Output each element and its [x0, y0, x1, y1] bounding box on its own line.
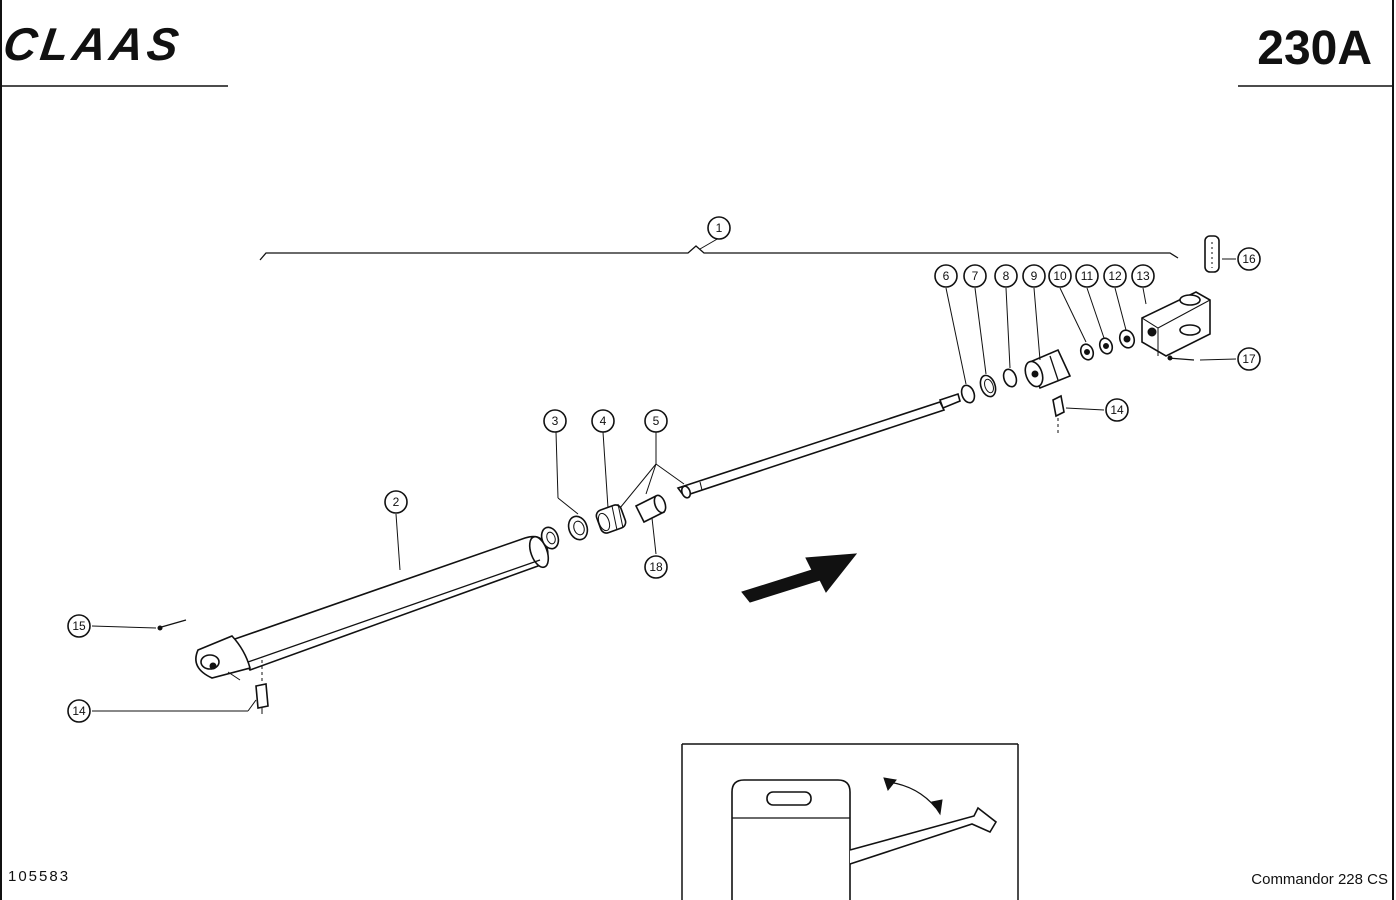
assembly-bracket	[259, 237, 1179, 261]
callout-15: 15	[67, 614, 91, 638]
callout-10: 10	[1048, 264, 1072, 288]
callout-14-upper: 14	[1105, 398, 1129, 422]
callout-18: 18	[644, 555, 668, 579]
fork-head	[1141, 291, 1211, 357]
callout-1-label: 1	[716, 221, 723, 235]
callout-13: 13	[1131, 264, 1155, 288]
o-rings	[960, 368, 1018, 404]
callout-18-label: 18	[649, 560, 663, 574]
callout-4-label: 4	[600, 414, 607, 428]
piston	[595, 503, 627, 534]
callout-17-label: 17	[1242, 352, 1256, 366]
callout-17: 17	[1237, 347, 1261, 371]
washers-and-nut	[1079, 329, 1136, 361]
bush	[634, 494, 667, 524]
callout-3-label: 3	[552, 414, 559, 428]
callout-9-label: 9	[1031, 269, 1038, 283]
callout-14-lower: 14	[67, 699, 91, 723]
callout-12-label: 12	[1108, 269, 1122, 283]
callout-7: 7	[963, 264, 987, 288]
callout-14-upper-label: 14	[1110, 403, 1124, 417]
callout-12: 12	[1103, 264, 1127, 288]
piston-rod	[676, 392, 961, 499]
callout-9: 9	[1022, 264, 1046, 288]
claas-logo: CLAAS	[0, 18, 186, 70]
callout-4: 4	[591, 409, 615, 433]
callout-7-label: 7	[972, 269, 979, 283]
grease-nipple-lower	[255, 683, 269, 714]
callout-16-label: 16	[1242, 252, 1256, 266]
callout-16: 16	[1237, 247, 1261, 271]
cylinder-tube	[195, 535, 550, 688]
seal-rings	[540, 515, 589, 550]
cylinder-gland	[1024, 348, 1072, 390]
callout-10-label: 10	[1053, 269, 1067, 283]
callout-8-label: 8	[1003, 269, 1010, 283]
callout-6: 6	[934, 264, 958, 288]
location-inset	[681, 743, 1019, 900]
callout-2: 2	[384, 490, 408, 514]
split-pin	[1167, 355, 1195, 361]
grease-nipple-upper	[1052, 394, 1065, 436]
direction-arrow	[741, 553, 858, 603]
callout-5-label: 5	[653, 414, 660, 428]
callout-2-label: 2	[393, 495, 400, 509]
fork-pin	[1204, 235, 1220, 273]
callout-3: 3	[543, 409, 567, 433]
callout-13-label: 13	[1136, 269, 1150, 283]
split-pin-tube	[157, 619, 187, 631]
model-name: Commandor 228 CS	[1251, 871, 1388, 888]
callout-15-label: 15	[72, 619, 86, 633]
brand-logo-text: CLAAS	[0, 18, 186, 70]
page-code: 230A	[1257, 22, 1372, 75]
callout-14-lower-label: 14	[72, 704, 86, 718]
callout-11: 11	[1075, 264, 1099, 288]
callout-8: 8	[994, 264, 1018, 288]
drawing-number: 105583	[8, 868, 70, 885]
callout-6-label: 6	[943, 269, 950, 283]
callout-5: 5	[644, 409, 668, 433]
callout-1: 1	[707, 216, 731, 240]
callout-11-label: 11	[1081, 269, 1094, 283]
leader-lines	[91, 258, 1237, 712]
